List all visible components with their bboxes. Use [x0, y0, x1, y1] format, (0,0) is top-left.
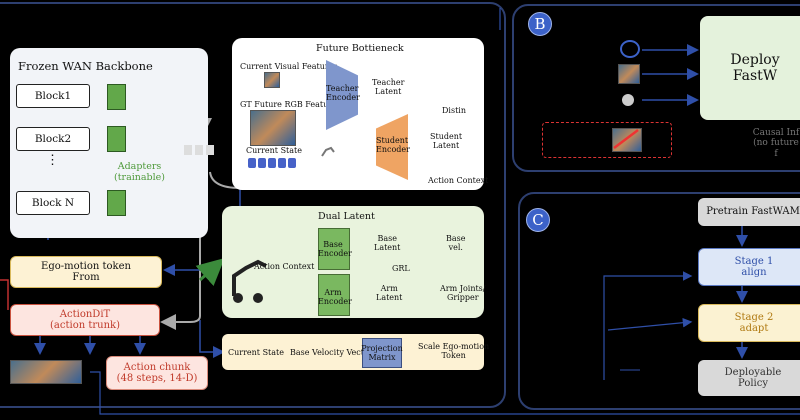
state-bar [288, 158, 296, 168]
state-bar [268, 158, 276, 168]
base-vel-label: Base vel. [446, 234, 466, 253]
current-state-label: Current State [246, 146, 302, 155]
block-2: Block2 [16, 127, 90, 151]
teacher-latent-label: Teacher Latent [372, 78, 405, 97]
state-bar [278, 158, 286, 168]
future-frames-thumbnail [250, 110, 296, 146]
arm-latent-label: Arm Latent [376, 284, 403, 303]
adapter-n [107, 190, 126, 216]
visual-thumbnail [264, 72, 280, 88]
distin-label: Distin [442, 106, 467, 115]
mobile-robot-icon [226, 246, 272, 304]
base-encoder-label: Base Encoder [318, 240, 352, 259]
future-bottleneck-title: Future Bottieneck [316, 43, 404, 54]
panel-b-label: B [528, 12, 552, 36]
deploy-box: Deploy FastW [700, 16, 800, 120]
panel-c-label: C [526, 208, 550, 232]
adapter-2 [107, 126, 126, 152]
state-bar [248, 158, 256, 168]
arm-encoder-label: Arm Encoder [318, 288, 352, 307]
frozen-backbone-title: Frozen WAN Backbone [18, 59, 153, 73]
no-future-frame-box [542, 122, 672, 158]
token-square [184, 145, 192, 155]
causal-inference-label: Causal Inf (no future f [752, 128, 800, 159]
action-context-label: Action Context [428, 176, 489, 185]
bottom-current-state: Current State [228, 348, 284, 357]
token-square [206, 145, 214, 155]
ego-motion-row-panel [222, 334, 484, 370]
block-ellipsis: ⋮ [46, 153, 59, 168]
robot-arm-icon [618, 92, 638, 108]
student-encoder-label: Student Encoder [376, 136, 410, 155]
dual-action-context: Action Context [254, 262, 315, 271]
block-1: Block1 [16, 84, 90, 108]
arm-encoder-shape [318, 274, 350, 316]
arm-joints-label: Arm Joints/ Gripper [440, 284, 486, 303]
stage2-box: Stage 2 adapt [698, 304, 800, 342]
state-bar [258, 158, 266, 168]
adapter-1 [107, 84, 126, 110]
block-n: Block N [16, 191, 90, 215]
action-dit-box: ActionDiT (action trunk) [10, 304, 160, 336]
student-latent-label: Student Latent [430, 132, 463, 151]
base-velocity-label: Base Velocity Vector [290, 348, 373, 357]
gt-future-label: GT Future RGB Feature [240, 100, 337, 109]
scale-token-label: Scale Ego-motion Token [418, 342, 490, 361]
camera-frame-thumbnail [618, 64, 640, 84]
deployable-policy-box: Deployable Policy [698, 360, 800, 396]
ego-motion-token-box: Ego-motion token From [10, 256, 162, 288]
token-square [195, 145, 203, 155]
dual-latent-title: Dual Latent [318, 211, 375, 222]
base-encoder-shape [318, 228, 350, 270]
cross-icon [612, 128, 640, 150]
grl-label: GRL [392, 264, 410, 273]
speech-bubble-icon [620, 40, 640, 58]
base-latent-label: Base Latent [374, 234, 401, 253]
robot-arm-icon [320, 142, 336, 157]
current-visual-label: Current Visual Features [240, 62, 338, 71]
action-chunk-box: Action chunk (48 steps, 14-D) [106, 356, 208, 390]
dual-latent-panel [222, 206, 484, 318]
pretrain-box: Pretrain FastWAM [698, 198, 800, 226]
action-thumbnail [10, 360, 82, 384]
stage1-box: Stage 1 align [698, 248, 800, 286]
teacher-encoder-label: Teacher Encoder [326, 84, 360, 103]
adapters-label: Adapters (trainable) [114, 161, 165, 183]
projection-matrix-box: Projection Matrix [361, 338, 403, 368]
